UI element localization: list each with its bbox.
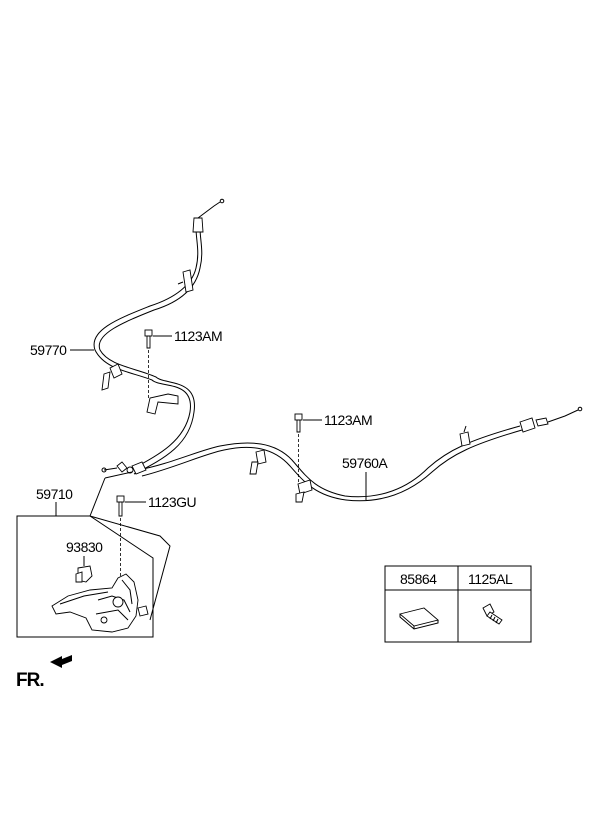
parts-table: 85864 1125AL <box>384 565 532 643</box>
pad-icon <box>399 607 439 630</box>
front-direction-indicator: FR. <box>16 655 72 691</box>
bolt-1123gu <box>116 495 146 580</box>
label-59710: 59710 <box>36 486 73 502</box>
label-1123am-left: 1123AM <box>174 328 222 344</box>
table-header-1125al: 1125AL <box>468 571 513 587</box>
label-1123gu: 1123GU <box>148 494 196 510</box>
label-1123am-right: 1123AM <box>324 412 372 428</box>
label-59760a: 59760A <box>342 455 388 471</box>
label-59770: 59770 <box>30 342 67 358</box>
label-93830: 93830 <box>66 539 103 555</box>
parking-brake-lever <box>51 573 149 633</box>
bolt-1123am-right <box>294 413 322 482</box>
lever-assembly-box <box>16 471 171 638</box>
bolt-1123am-left <box>144 329 172 398</box>
rear-cable-59770 <box>93 198 225 475</box>
rear-cable-59760a <box>126 406 583 503</box>
arrow-icon <box>50 655 72 668</box>
fr-label: FR. <box>16 670 44 691</box>
screw-icon <box>482 603 503 625</box>
switch-93830 <box>75 565 93 583</box>
table-header-85864: 85864 <box>400 571 437 587</box>
